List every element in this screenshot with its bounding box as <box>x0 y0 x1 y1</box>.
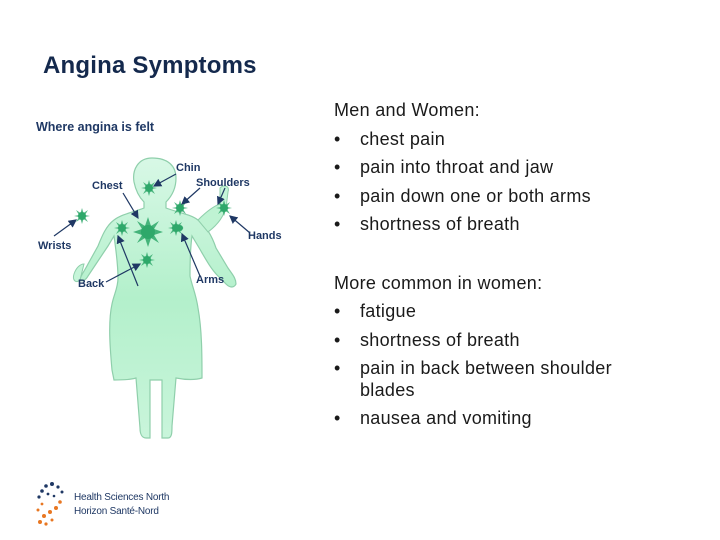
men-and-women-heading: Men and Women: <box>334 100 480 120</box>
bullet-icon: • <box>334 301 341 321</box>
label-back: Back <box>78 278 105 290</box>
label-chest: Chest <box>92 180 123 192</box>
label-wrists: Wrists <box>38 240 72 252</box>
label-shoulders: Shoulders <box>196 177 250 189</box>
bullet-icon: • <box>334 214 341 234</box>
body-silhouette <box>79 157 237 439</box>
label-arms: Arms <box>196 274 225 286</box>
men-and-women-list: •chest pain •pain into throat and jaw •p… <box>334 125 664 239</box>
diagram-title: Where angina is felt <box>36 120 155 134</box>
bullet-icon: • <box>334 157 341 177</box>
bullet-icon: • <box>334 358 341 378</box>
slide-title: Angina Symptoms <box>43 52 257 79</box>
label-chin: Chin <box>176 162 201 174</box>
men-and-women-group: Men and Women: •chest pain •pain into th… <box>334 96 664 239</box>
logo-line-2: Horizon Santé-Nord <box>74 506 159 517</box>
symptoms-text: Men and Women: •chest pain •pain into th… <box>334 96 664 433</box>
hsn-logo: Health Sciences North Horizon Santé-Nord <box>34 480 174 530</box>
list-item: •fatigue <box>334 297 664 326</box>
angina-diagram: Where angina is felt Chin Chest Shoulder… <box>30 108 300 448</box>
list-item: •pain into throat and jaw <box>334 153 664 182</box>
body-figure-illustration <box>53 157 251 439</box>
list-item: •pain down one or both arms <box>334 182 664 211</box>
left-hand-shape <box>73 263 85 283</box>
label-hands: Hands <box>248 230 282 242</box>
bullet-icon: • <box>334 329 341 350</box>
list-item: •nausea and vomiting <box>334 404 664 433</box>
bullet-icon: • <box>334 185 341 206</box>
list-item: •pain in back between shoulder blades <box>334 358 612 400</box>
bullet-icon: • <box>334 408 341 428</box>
list-item: •chest pain <box>334 125 664 154</box>
women-heading: More common in women: <box>334 272 543 293</box>
list-item: •shortness of breath <box>334 326 664 355</box>
pain-burst-markers <box>74 180 232 268</box>
logo-line-1: Health Sciences North <box>74 492 170 503</box>
bullet-icon: • <box>334 128 341 149</box>
dotted-spiral-logo-icon <box>36 482 64 526</box>
callout-arrows <box>53 173 251 287</box>
list-item: •shortness of breath <box>334 210 664 239</box>
women-list: •fatigue •shortness of breath •pain in b… <box>334 297 664 433</box>
women-group: More common in women: •fatigue •shortnes… <box>334 269 664 433</box>
